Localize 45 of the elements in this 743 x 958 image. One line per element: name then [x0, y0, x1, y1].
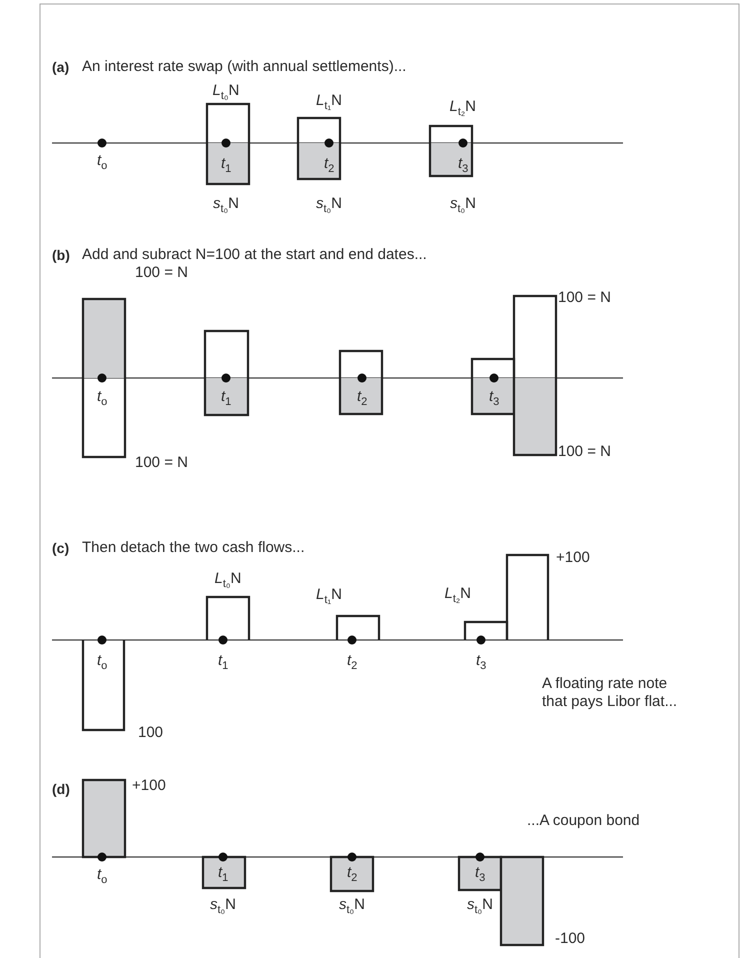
date-label: t$_{2}$	[347, 864, 358, 882]
cash-flow-label: s$_{t₀}$N	[450, 195, 476, 213]
date-label: t$_{2}$	[324, 155, 334, 173]
cash-flow-label: 100	[138, 724, 164, 742]
cash-flow-label: L$_{t₁}$N	[316, 92, 342, 110]
date-label: t$_{3}$	[458, 155, 468, 173]
date-label: t$_{1}$	[221, 388, 232, 406]
date-label: t$_{o}$	[97, 652, 108, 670]
note-text: ...A coupon bond	[527, 812, 641, 830]
panel-letter: (c)	[52, 539, 70, 557]
cash-flow-label: s$_{t₀}$N	[210, 896, 236, 914]
cash-flow-label: L$_{t₁}$N	[316, 586, 342, 604]
cash-flow-label: s$_{t₀}$N	[213, 195, 239, 213]
date-label: t$_{o}$	[97, 388, 108, 406]
date-label: t$_{o}$	[97, 152, 108, 170]
cash-flow-label: 100 = N	[135, 454, 188, 472]
panel-caption: Add and subract N=100 at the start and end dates...	[82, 246, 427, 264]
cash-flow-label: 100 = N	[135, 264, 188, 282]
panel-letter: (d)	[52, 780, 70, 798]
date-label: t$_{o}$	[97, 866, 108, 884]
cash-flow-label: +100	[132, 777, 166, 795]
date-label: t$_{3}$	[489, 388, 500, 406]
cash-flow-label: L$_{t₂}$N	[444, 585, 472, 603]
cash-flow-label: L$_{t₀}$N	[214, 570, 242, 588]
panel-letter: (a)	[52, 58, 70, 76]
date-label: t$_{2}$	[357, 388, 368, 406]
cash-flow-label: L$_{t₀}$N	[212, 82, 240, 100]
date-label: t$_{2}$	[347, 652, 358, 670]
cash-flow-label: s$_{t₀}$N	[316, 195, 342, 213]
date-label: t$_{1}$	[218, 864, 228, 882]
cash-flow-label: L$_{t₂}$N	[450, 98, 476, 116]
cash-flow-label: +100	[556, 549, 590, 567]
panel-caption: An interest rate swap (with annual settlements)...	[82, 58, 406, 76]
date-label: t$_{3}$	[476, 652, 486, 670]
panel-caption: Then detach the two cash flows...	[82, 539, 305, 557]
cash-flow-label: 100 = N	[558, 443, 611, 461]
panel-letter: (b)	[52, 246, 70, 264]
date-label: t$_{1}$	[218, 652, 228, 670]
cash-flow-label: 100 = N	[558, 289, 611, 307]
date-label: t$_{1}$	[221, 155, 232, 173]
date-label: t$_{3}$	[475, 864, 486, 882]
cash-flow-label: -100	[555, 930, 586, 948]
note-text: A floating rate note that pays Libor flat...	[542, 675, 678, 711]
cash-flow-label: s$_{t₀}$N	[339, 896, 365, 914]
cash-flow-label: s$_{t₀}$N	[467, 896, 493, 914]
